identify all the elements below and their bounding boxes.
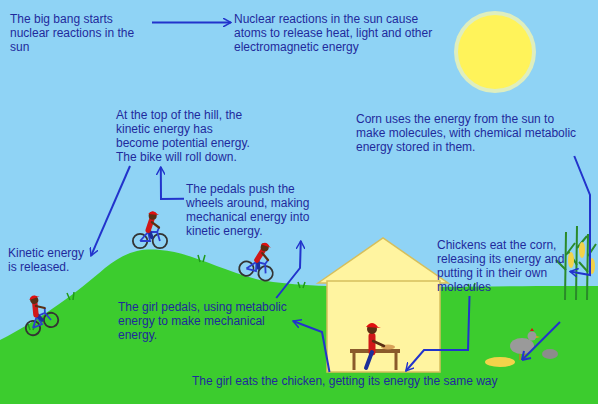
flow-arrow bbox=[91, 166, 130, 256]
energy-note: The girl eats the chicken, getting its e… bbox=[192, 374, 498, 388]
energy-note: The big bang starts nuclear reactions in… bbox=[10, 12, 150, 54]
energy-note: Nuclear reactions in the sun cause atoms… bbox=[234, 12, 439, 54]
note-text: The pedals push the wheels around, makin… bbox=[186, 182, 326, 238]
flow-arrow bbox=[293, 321, 329, 372]
note-text: At the top of the hill, the kinetic ener… bbox=[116, 108, 256, 164]
note-text: The girl eats the chicken, getting its e… bbox=[192, 374, 498, 388]
flow-arrow bbox=[152, 22, 231, 24]
flow-arrow bbox=[161, 167, 184, 199]
energy-note: The pedals push the wheels around, makin… bbox=[186, 182, 326, 238]
note-text: Nuclear reactions in the sun cause atoms… bbox=[234, 12, 439, 54]
note-text: The big bang starts nuclear reactions in… bbox=[10, 12, 150, 54]
flow-arrow bbox=[406, 296, 470, 371]
energy-note: Kinetic energy is released. bbox=[8, 246, 88, 274]
note-text: Corn uses the energy from the sun to mak… bbox=[356, 112, 581, 154]
note-text: Kinetic energy is released. bbox=[8, 246, 88, 274]
flow-arrow bbox=[570, 156, 590, 275]
energy-note: Chickens eat the corn, releasing its ene… bbox=[437, 238, 567, 294]
energy-note: Corn uses the energy from the sun to mak… bbox=[356, 112, 581, 154]
note-text: The girl pedals, using metabolic energy … bbox=[118, 300, 290, 342]
energy-note: At the top of the hill, the kinetic ener… bbox=[116, 108, 256, 164]
energy-note: The girl pedals, using metabolic energy … bbox=[118, 300, 290, 342]
flow-arrow bbox=[276, 241, 301, 298]
note-text: Chickens eat the corn, releasing its ene… bbox=[437, 238, 567, 294]
